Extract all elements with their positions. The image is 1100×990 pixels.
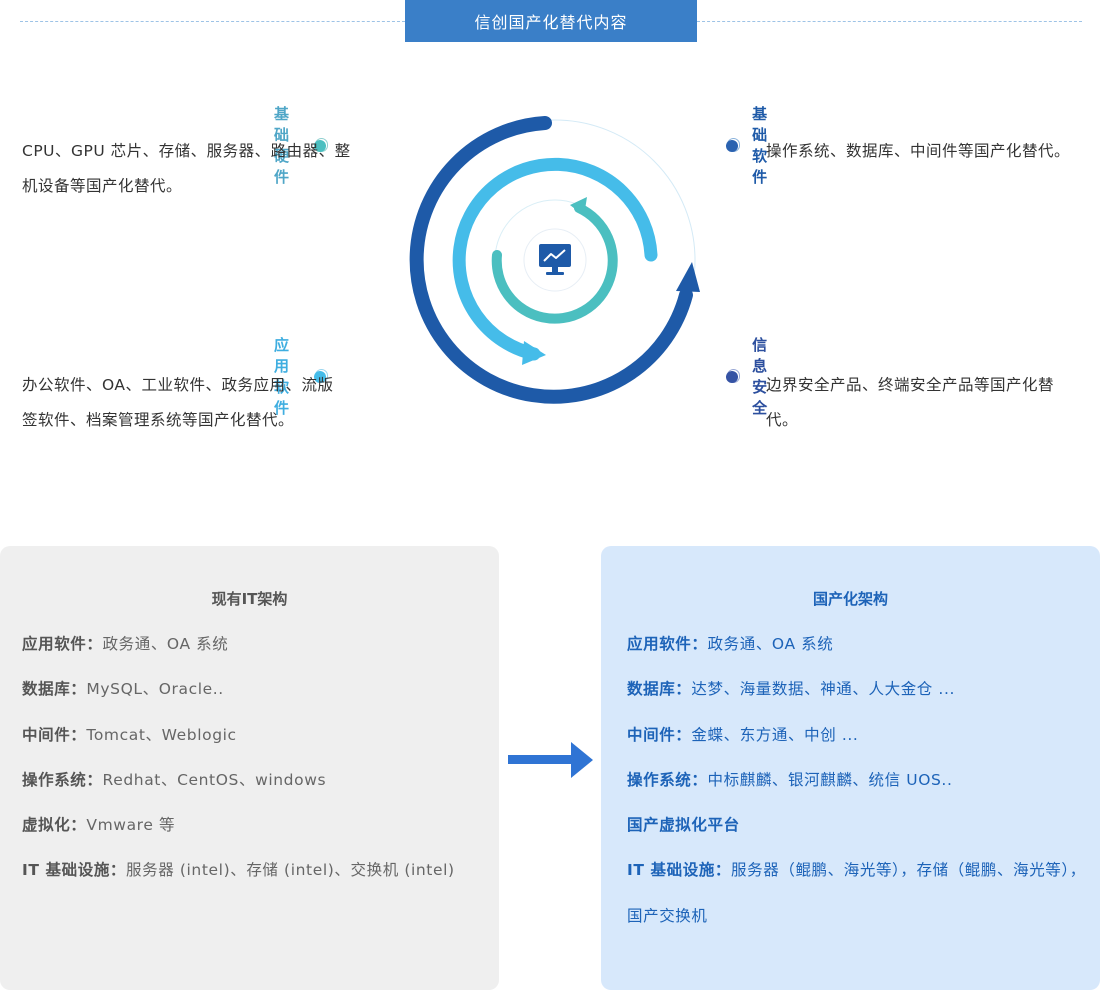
current-row-database: 数据库：MySQL、Oracle.. — [22, 680, 224, 698]
application-title: 应用软件 — [274, 336, 290, 417]
security-description: 边界安全产品、终端安全产品等国产化替 代。 — [766, 368, 1086, 438]
hardware-title: 基础硬件 — [274, 105, 290, 186]
cycle-diagram — [409, 116, 700, 404]
section-title: 信创国产化替代内容 — [405, 0, 697, 42]
inner-arc-arrowhead — [570, 197, 587, 216]
application-desc-line-2: 签软件、档案管理系统等国产化替代。 — [22, 411, 295, 429]
current-row-os: 操作系统：Redhat、CentOS、windows — [22, 771, 327, 789]
toggle-icon — [726, 369, 741, 383]
hardware-heading: 基础硬件 — [274, 103, 329, 187]
toggle-icon — [726, 138, 741, 152]
header-divider-right — [697, 21, 1082, 22]
software-title: 基础软件 — [752, 105, 768, 186]
monitor-chart-icon — [539, 244, 571, 275]
application-heading: 应用软件 — [274, 334, 329, 418]
application-desc-line-1: 办公软件、OA、工业软件、政务应用、流版 — [22, 376, 334, 394]
domestic-row-middleware: 中间件：金蝶、东方通、中创 ... — [627, 726, 859, 744]
domestic-row-virtualization: 国产虚拟化平台 — [627, 816, 740, 834]
inner-arc — [491, 203, 618, 324]
domestic-row-application: 应用软件：政务通、OA 系统 — [627, 635, 834, 653]
domestic-row-database: 数据库：达梦、海量数据、神通、人大金仓 ... — [627, 680, 956, 698]
outer-arc — [409, 116, 693, 404]
domestic-architecture-title: 国产化架构 — [812, 590, 888, 608]
toggle-icon — [314, 369, 329, 383]
security-desc-line-2: 代。 — [766, 411, 799, 429]
toggle-icon — [314, 138, 329, 152]
middle-arc — [452, 157, 658, 361]
software-description: 操作系统、数据库、中间件等国产化替代。 — [766, 134, 1086, 169]
current-row-application: 应用软件：政务通、OA 系统 — [22, 635, 229, 653]
security-desc-line-1: 边界安全产品、终端安全产品等国产化替 — [766, 376, 1055, 394]
hardware-desc-line-1: CPU、GPU 芯片、存储、服务器、路由器、整 — [22, 142, 351, 160]
hardware-description: CPU、GPU 芯片、存储、服务器、路由器、整 机设备等国产化替代。 — [22, 134, 362, 204]
current-architecture-panel: 现有IT架构 应用软件：政务通、OA 系统 数据库：MySQL、Oracle..… — [0, 546, 499, 990]
security-heading: 信息安全 — [726, 334, 780, 418]
domestic-architecture-panel: 国产化架构 应用软件：政务通、OA 系统 数据库：达梦、海量数据、神通、人大金仓… — [601, 546, 1100, 990]
header-divider-left — [20, 21, 405, 22]
domestic-row-os: 操作系统：中标麒麟、银河麒麟、统信 UOS.. — [627, 771, 953, 789]
security-title: 信息安全 — [752, 336, 768, 417]
application-description: 办公软件、OA、工业软件、政务应用、流版 签软件、档案管理系统等国产化替代。 — [22, 368, 362, 438]
domestic-row-infrastructure-cont: 国产交换机 — [627, 907, 708, 925]
current-architecture-title: 现有IT架构 — [211, 590, 288, 608]
right-arrow-icon — [508, 742, 593, 778]
outer-arc-arrowhead — [676, 262, 700, 292]
current-row-virtualization: 虚拟化：Vmware 等 — [22, 816, 176, 834]
software-heading: 基础软件 — [726, 103, 780, 187]
hardware-desc-line-2: 机设备等国产化替代。 — [22, 177, 183, 195]
middle-arc-arrowhead — [522, 341, 546, 365]
domestic-row-infrastructure: IT 基础设施：服务器（鲲鹏、海光等），存储（鲲鹏、海光等）， — [627, 861, 1086, 879]
current-row-middleware: 中间件：Tomcat、Weblogic — [22, 726, 237, 744]
software-desc-line-1: 操作系统、数据库、中间件等国产化替代。 — [766, 142, 1071, 160]
current-row-infrastructure: IT 基础设施：服务器 (intel)、存储 (intel)、交换机 (inte… — [22, 861, 455, 879]
